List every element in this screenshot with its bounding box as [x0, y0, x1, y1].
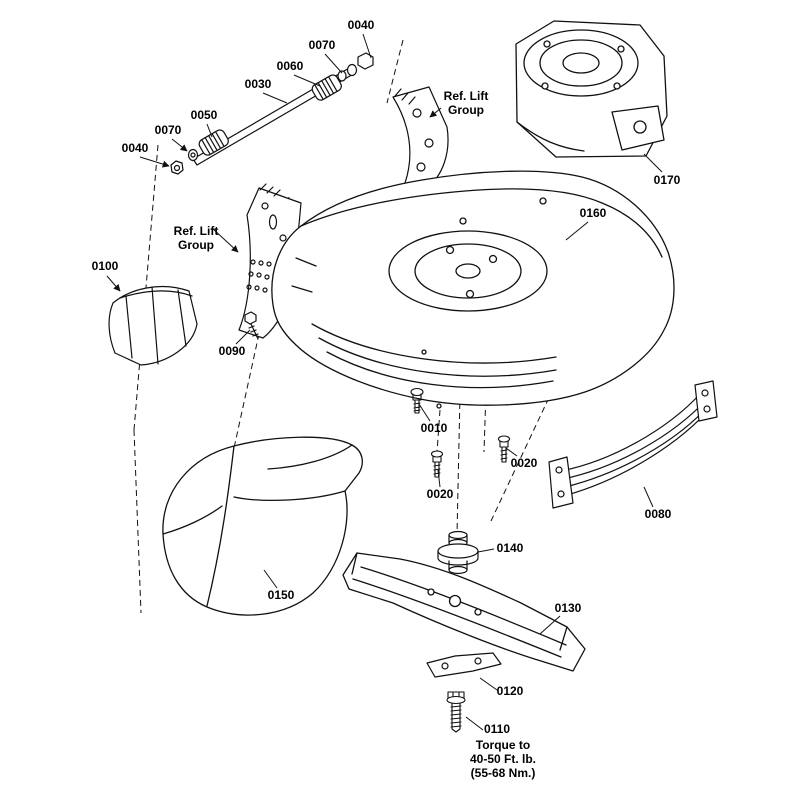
- screw-0090: [244, 311, 259, 340]
- shaft-bolt-0040-upper: [357, 52, 374, 70]
- mower-deck: [271, 170, 675, 409]
- discharge-deflector: [108, 285, 198, 366]
- callout-ref-lift-group-right: Ref. Lift Group: [443, 89, 489, 117]
- callout-0020-right: 0020: [510, 456, 538, 470]
- blade-bolt: [446, 691, 466, 733]
- callout-0160: 0160: [579, 206, 607, 220]
- callout-0090: 0090: [218, 344, 246, 358]
- bolt-0020-right: [497, 435, 511, 463]
- blade: [342, 552, 586, 672]
- roller-shaft-assembly: [170, 52, 374, 175]
- callout-0070-upper: 0070: [308, 38, 336, 52]
- washer-0070-upper: [337, 70, 347, 82]
- callout-0120: 0120: [496, 684, 524, 698]
- right-lift-bracket: [392, 86, 449, 190]
- callout-0130: 0130: [554, 601, 582, 615]
- engine: [515, 20, 668, 158]
- roller-0060: [311, 74, 342, 101]
- blade-adapter: [437, 530, 479, 575]
- callout-0040-upper: 0040: [347, 18, 375, 32]
- callout-0080: 0080: [644, 507, 672, 521]
- callout-0100: 0100: [91, 259, 119, 273]
- callout-0150: 0150: [267, 588, 295, 602]
- callout-0010: 0010: [420, 421, 448, 435]
- callout-0030: 0030: [244, 77, 272, 91]
- callout-0060: 0060: [276, 59, 304, 73]
- bolt-0010: [410, 387, 424, 414]
- bolt-0020-left: [430, 450, 444, 478]
- callout-0140: 0140: [496, 541, 524, 555]
- roller-0050: [198, 129, 229, 156]
- callout-0070-lower: 0070: [154, 123, 182, 137]
- callout-ref-lift-group-left: Ref. Lift Group: [173, 224, 219, 252]
- callout-0110: 0110: [483, 722, 511, 736]
- leader-lines: [106, 33, 663, 731]
- callout-0050: 0050: [190, 108, 218, 122]
- callout-0040-lower: 0040: [121, 141, 149, 155]
- callout-0170: 0170: [653, 173, 681, 187]
- blade-support: [426, 652, 502, 678]
- mulch-cover: [162, 436, 363, 616]
- side-bumper: [548, 380, 718, 509]
- callout-0020-left: 0020: [426, 487, 454, 501]
- torque-note: Torque to 40-50 Ft. lb. (55-68 Nm.): [469, 738, 537, 780]
